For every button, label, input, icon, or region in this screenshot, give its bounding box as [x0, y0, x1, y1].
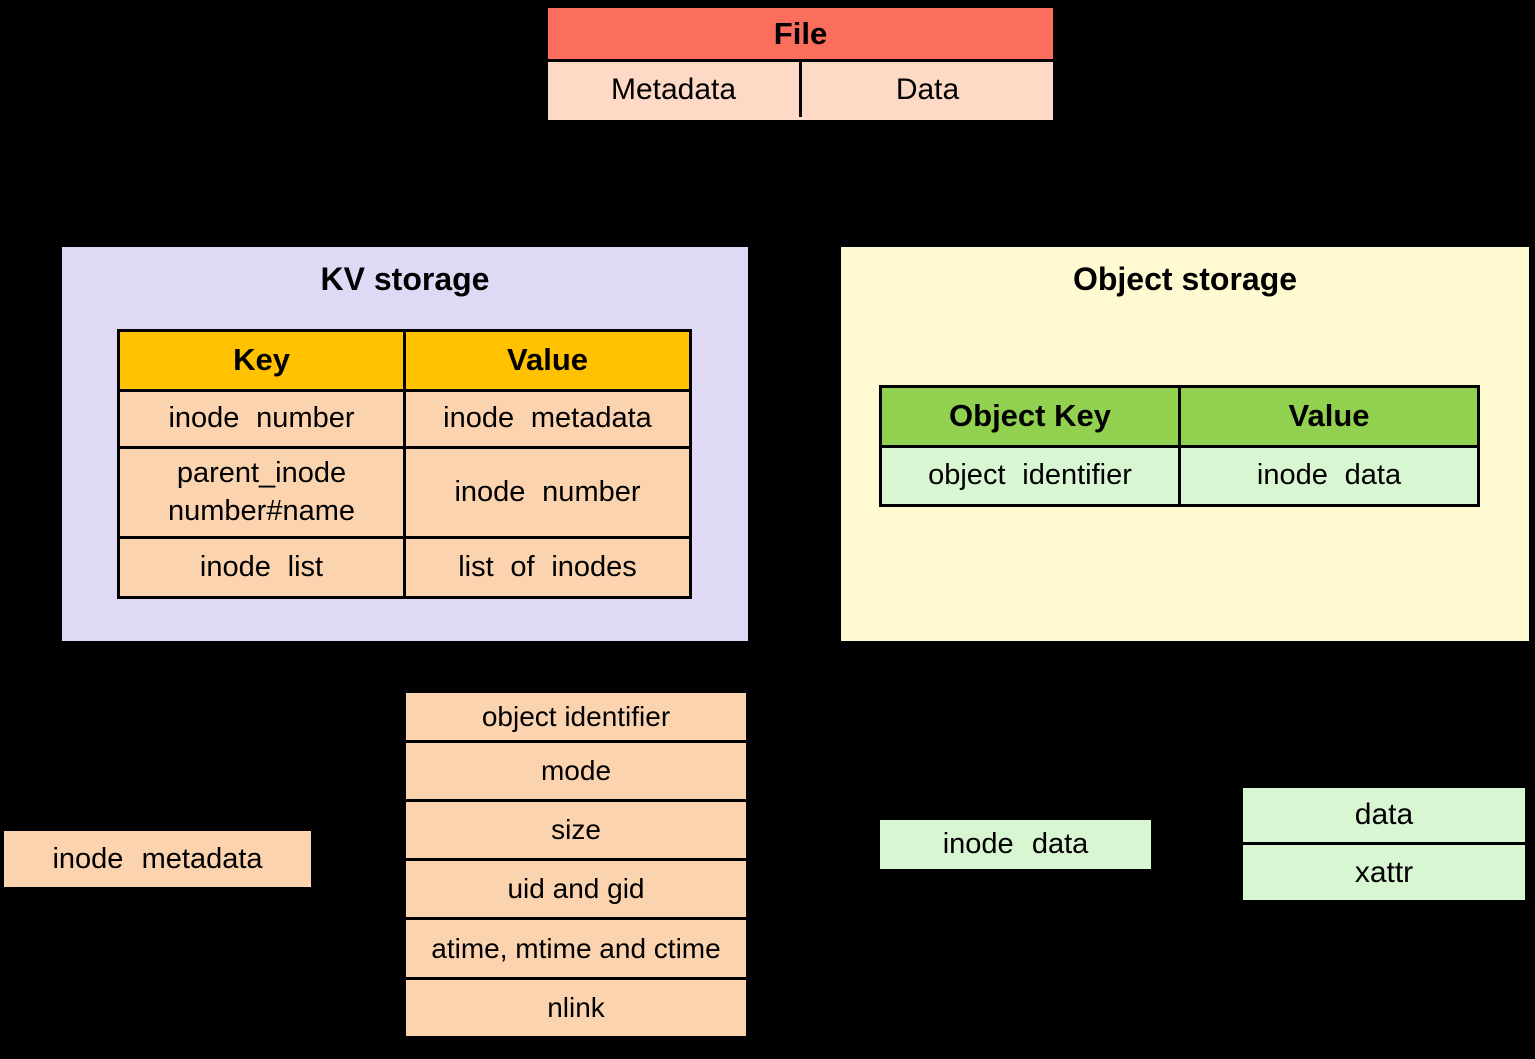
kv-table-row: parent_inode number#name inode number: [120, 446, 689, 536]
kv-table-header-row: Key Value: [120, 332, 689, 389]
object-cell-inode-data: inode data: [1256, 459, 1402, 492]
object-header-value: Value: [1288, 398, 1370, 434]
kv-cell-key-inode-list: inode list: [120, 539, 406, 596]
kv-cell-value-list-of-inodes: list of inodes: [458, 550, 637, 583]
inode-metadata-attributes-stack: object identifier mode size uid and gid …: [403, 690, 749, 1039]
object-storage-panel: Object storage Object Key Value object i…: [839, 245, 1531, 643]
stack-row-xattr: xattr: [1243, 842, 1525, 900]
inode-metadata-label: inode metadata: [2, 829, 313, 889]
object-storage-title: Object storage: [1072, 261, 1298, 297]
kv-cell-value-inode-metadata: inode metadata: [443, 402, 652, 435]
file-box-cells: Metadata Data: [548, 62, 1053, 117]
kv-table-row: inode number inode metadata: [120, 389, 689, 446]
kv-cell-key-inode-number: inode number: [120, 392, 406, 446]
file-box-title: File: [548, 8, 1053, 62]
kv-cell-value-inode-number: inode number: [454, 475, 641, 508]
kv-cell-key-parent-inode: parent_inode number#name: [120, 449, 406, 536]
stack-row-size: size: [406, 799, 746, 858]
stack-row-mode: mode: [406, 740, 746, 799]
kv-header-key: Key: [120, 332, 406, 389]
file-cell-data: Data: [802, 62, 1053, 117]
object-table-header-row: Object Key Value: [882, 388, 1477, 445]
kv-table: Key Value inode number inode metadata pa…: [117, 329, 692, 599]
stack-row-uid-gid: uid and gid: [406, 858, 746, 917]
kv-storage-panel: KV storage Key Value inode number inode …: [60, 245, 750, 643]
object-table: Object Key Value object identifier inode…: [879, 385, 1480, 507]
inode-data-contents-stack: data xattr: [1240, 785, 1528, 903]
file-cell-metadata: Metadata: [548, 62, 802, 117]
kv-header-value: Value: [507, 342, 588, 378]
object-cell-object-identifier: object identifier: [882, 448, 1181, 504]
inode-data-label: inode data: [878, 818, 1153, 871]
kv-table-row: inode list list of inodes: [120, 536, 689, 596]
stack-row-object-identifier: object identifier: [406, 693, 746, 740]
object-table-row: object identifier inode data: [882, 445, 1477, 504]
kv-storage-title: KV storage: [320, 261, 490, 297]
stack-row-data: data: [1243, 788, 1525, 842]
stack-row-times: atime, mtime and ctime: [406, 917, 746, 977]
stack-row-nlink: nlink: [406, 977, 746, 1036]
file-box: File Metadata Data: [545, 5, 1056, 123]
object-header-key: Object Key: [882, 388, 1181, 445]
